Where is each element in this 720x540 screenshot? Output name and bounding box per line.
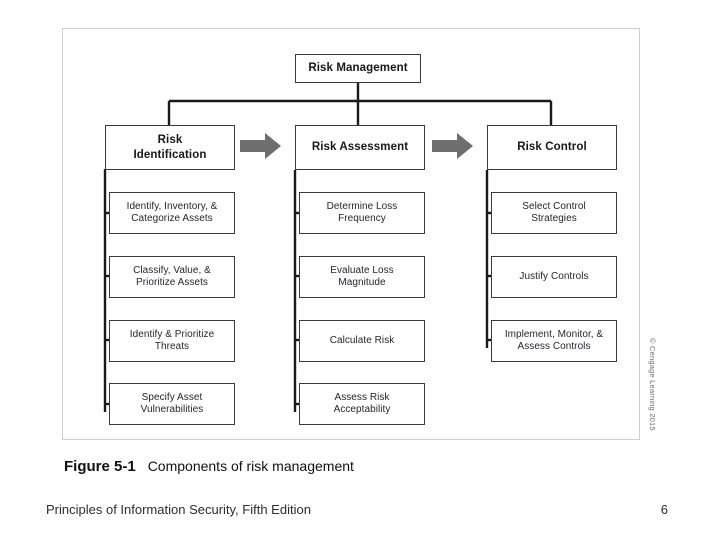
node-label: Risk Management — [308, 62, 408, 75]
connector-lines — [103, 82, 553, 412]
node-identify-inventory-categorize-assets[interactable]: Identify, Inventory, & Categorize Assets — [109, 192, 235, 234]
node-identify-prioritize-threats[interactable]: Identify & Prioritize Threats — [109, 320, 235, 362]
figure-number: Figure 5-1 — [64, 458, 136, 475]
node-label: Risk Control — [517, 141, 587, 154]
node-classify-value-prioritize-assets[interactable]: Classify, Value, & Prioritize Assets — [109, 256, 235, 298]
node-label: Specify Asset Vulnerabilities — [140, 391, 204, 415]
node-risk-assessment[interactable]: Risk Assessment — [295, 125, 425, 170]
node-label: Assess Risk Acceptability — [333, 391, 391, 415]
risk-management-diagram: Risk Management Risk Identification Iden… — [63, 29, 641, 441]
node-label: Justify Controls — [519, 270, 589, 282]
arrow-identification-to-assessment — [240, 133, 281, 159]
node-determine-loss-frequency[interactable]: Determine Loss Frequency — [299, 192, 425, 234]
node-label: Classify, Value, & Prioritize Assets — [133, 264, 211, 288]
node-specify-asset-vulnerabilities[interactable]: Specify Asset Vulnerabilities — [109, 383, 235, 425]
node-select-control-strategies[interactable]: Select Control Strategies — [491, 192, 617, 234]
node-assess-risk-acceptability[interactable]: Assess Risk Acceptability — [299, 383, 425, 425]
node-risk-control[interactable]: Risk Control — [487, 125, 617, 170]
node-label: Risk Assessment — [311, 141, 409, 154]
node-label: Calculate Risk — [329, 334, 395, 346]
node-risk-management[interactable]: Risk Management — [295, 54, 421, 83]
node-label: Determine Loss Frequency — [326, 200, 398, 224]
node-implement-monitor-assess-controls[interactable]: Implement, Monitor, & Assess Controls — [491, 320, 617, 362]
node-calculate-risk[interactable]: Calculate Risk — [299, 320, 425, 362]
figure-caption: Figure 5-1 Components of risk management — [64, 458, 584, 475]
figure-title: Components of risk management — [147, 458, 354, 474]
node-label: Risk Identification — [133, 134, 207, 161]
node-label: Identify, Inventory, & Categorize Assets — [126, 200, 218, 224]
node-evaluate-loss-magnitude[interactable]: Evaluate Loss Magnitude — [299, 256, 425, 298]
footer-book-title: Principles of Information Security, Fift… — [46, 502, 311, 517]
node-label: Identify & Prioritize Threats — [129, 328, 215, 352]
copyright-notice: © Cengage Learning 2015 — [648, 338, 657, 431]
figure-frame: Risk Management Risk Identification Iden… — [62, 28, 640, 440]
node-justify-controls[interactable]: Justify Controls — [491, 256, 617, 298]
footer-page-number: 6 — [660, 502, 668, 517]
node-risk-identification[interactable]: Risk Identification — [105, 125, 235, 170]
node-label: Select Control Strategies — [522, 200, 586, 224]
node-label: Implement, Monitor, & Assess Controls — [504, 328, 604, 352]
node-label: Evaluate Loss Magnitude — [330, 264, 394, 288]
arrow-assessment-to-control — [432, 133, 473, 159]
